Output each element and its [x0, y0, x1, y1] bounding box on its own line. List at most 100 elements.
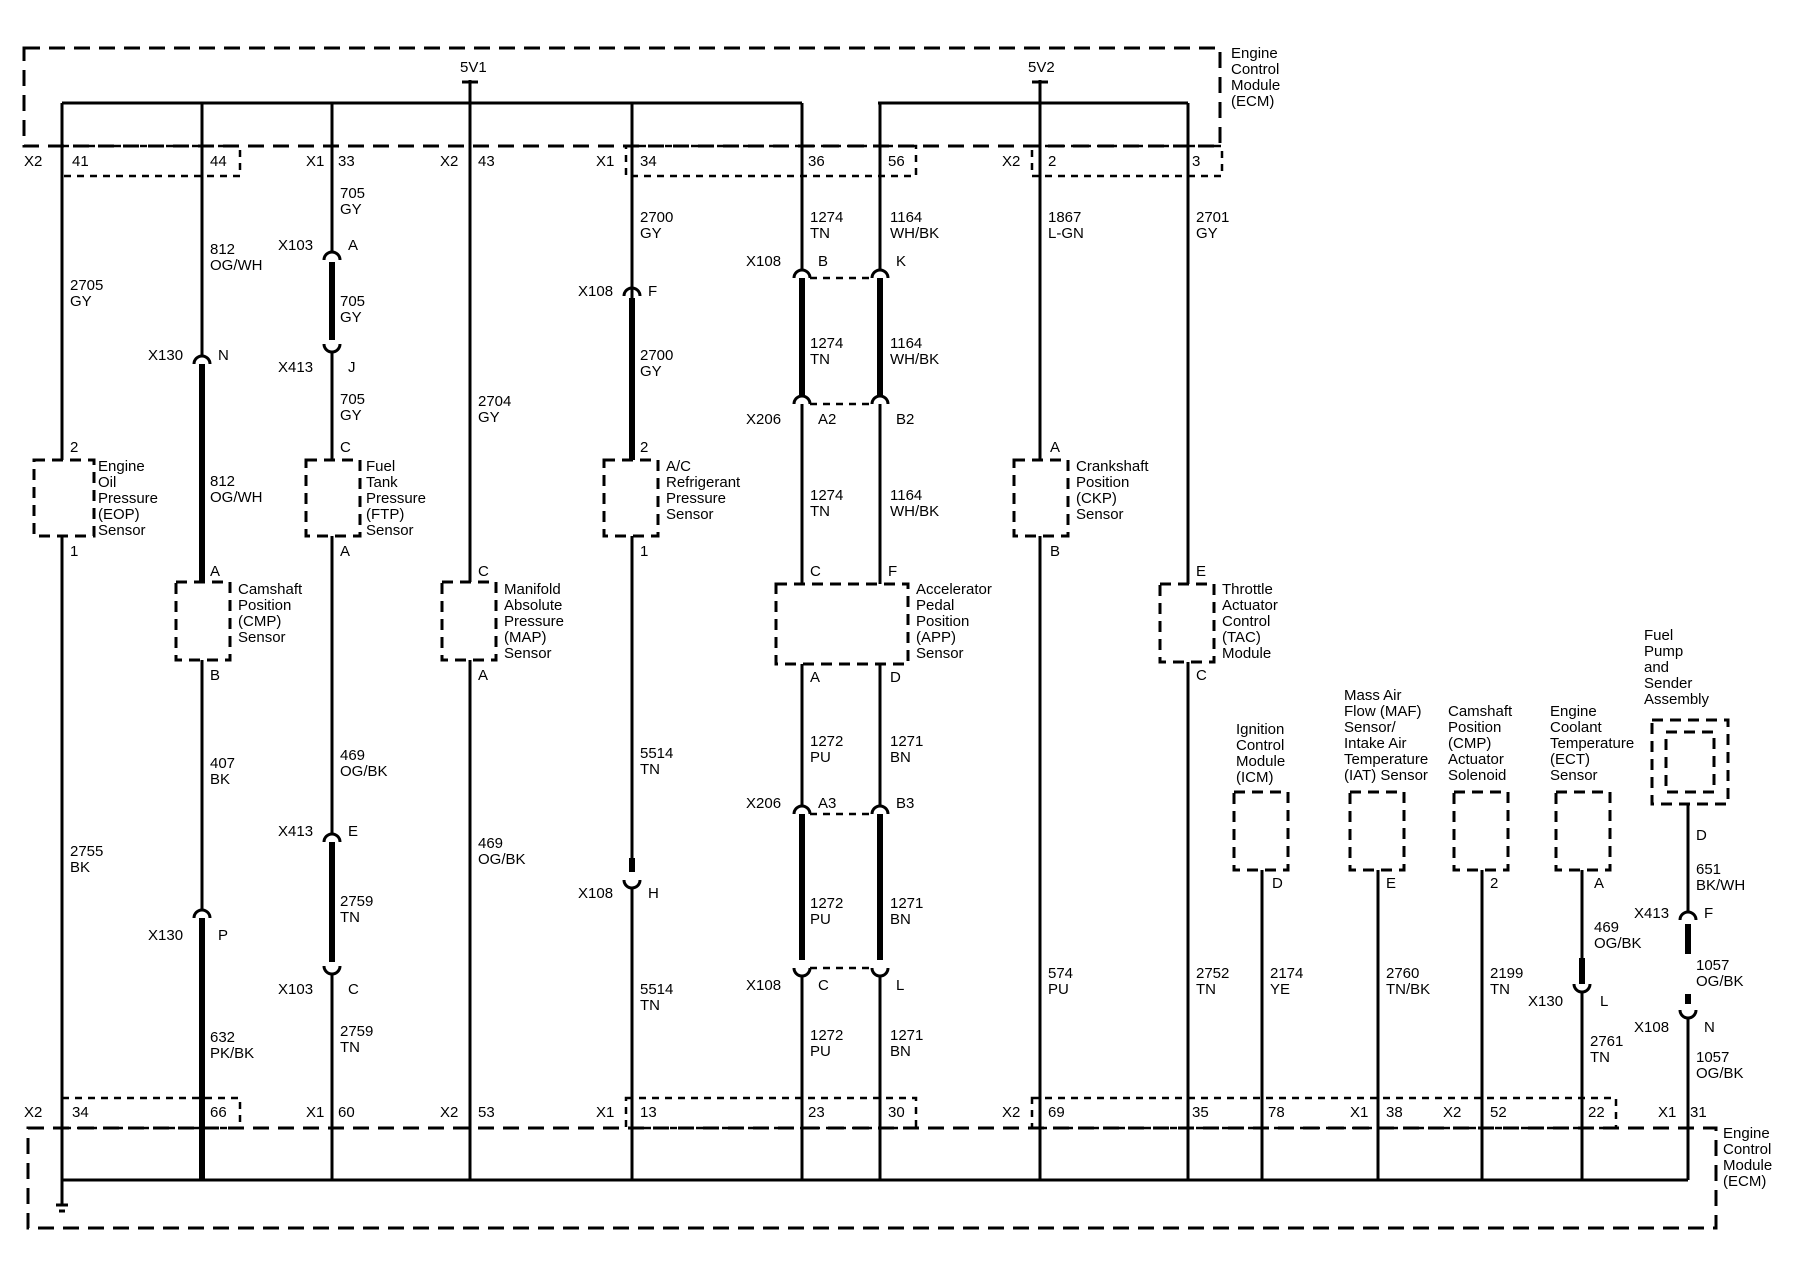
wire-color-label: PU: [810, 1043, 831, 1060]
wire-color-label: GY: [340, 309, 362, 326]
conn-label: X1: [1658, 1104, 1676, 1121]
wire-color-label: GY: [640, 225, 662, 242]
wire-color-label: BK: [70, 859, 90, 876]
pin-label: E: [348, 823, 358, 840]
conn-label: X206: [746, 795, 781, 812]
pin-label: D: [1272, 875, 1283, 892]
wire-color-label: OG/WH: [210, 489, 263, 506]
pin-label: B: [818, 253, 828, 270]
connector-cup: [792, 394, 812, 405]
icm-label: Module: [1236, 753, 1285, 770]
pin-label: K: [896, 253, 906, 270]
pin-label: A: [810, 669, 820, 686]
wire-circuit-label: 2755: [70, 843, 103, 860]
map-sensor-box: [440, 580, 498, 662]
ac-sensor-box: [602, 458, 660, 538]
wire-circuit-label: 705: [340, 391, 365, 408]
pin-label: C: [340, 439, 351, 456]
app-sensor-label: (APP): [916, 629, 956, 646]
pin-label: L: [1600, 993, 1608, 1010]
conn-label: X413: [278, 823, 313, 840]
conn-label: X206: [746, 411, 781, 428]
fuel-pump-inner-box: [1664, 730, 1716, 794]
wire-color-label: GY: [640, 363, 662, 380]
cmp-sensor-label: Sensor: [238, 629, 286, 646]
connector-cup: [1678, 910, 1698, 921]
pin-label: N: [218, 347, 229, 364]
pin-label: 30: [888, 1104, 905, 1121]
ecm-label-top: Control: [1231, 61, 1279, 78]
wire-circuit-label: 2700: [640, 347, 673, 364]
wire-color-label: WH/BK: [890, 503, 939, 520]
ecm-label-bottom: (ECM): [1723, 1173, 1766, 1190]
cmp-solenoid-label: Position: [1448, 719, 1501, 736]
conn-label: X2: [1443, 1104, 1461, 1121]
pin-label: F: [648, 283, 657, 300]
conn-label: X2: [1002, 1104, 1020, 1121]
pin-label: 36: [808, 153, 825, 170]
supply-5v1-label: 5V1: [460, 59, 487, 76]
ckp-sensor-label: Sensor: [1076, 506, 1124, 523]
maf-label: Sensor/: [1344, 719, 1397, 736]
tac-module-label: Module: [1222, 645, 1271, 662]
pin-label: 22: [1588, 1104, 1605, 1121]
pin-label: 41: [72, 153, 89, 170]
wire-color-label: PK/BK: [210, 1045, 254, 1062]
cmp-solenoid-label: Actuator: [1448, 751, 1504, 768]
pin-label: E: [1196, 563, 1206, 580]
pin-label: J: [348, 359, 356, 376]
ftp-sensor-box: [304, 458, 362, 538]
wire-circuit-label: 1271: [890, 895, 923, 912]
pin-label: B: [210, 667, 220, 684]
icm-label: Control: [1236, 737, 1284, 754]
pin-label: 43: [478, 153, 495, 170]
wire-color-label: TN: [640, 761, 660, 778]
maf-label: Temperature: [1344, 751, 1428, 768]
wire-color-label: BN: [890, 911, 911, 928]
pin-label: C: [348, 981, 359, 998]
tac-module-label: Actuator: [1222, 597, 1278, 614]
wire-circuit-label: 5514: [640, 981, 673, 998]
pin-label: 1: [640, 543, 648, 560]
pin-label: A3: [818, 795, 836, 812]
ect-label: Engine: [1550, 703, 1597, 720]
conn-label: X2: [24, 153, 42, 170]
ckp-sensor-label: Crankshaft: [1076, 458, 1149, 475]
wire-color-label: BK/WH: [1696, 877, 1745, 894]
connector-cup: [322, 965, 342, 976]
tac-module-label: Control: [1222, 613, 1270, 630]
ect-box: [1554, 790, 1612, 872]
connector-cup: [870, 967, 890, 978]
pin-label: D: [1696, 827, 1707, 844]
conn-label: X1: [596, 153, 614, 170]
wire-circuit-label: 469: [1594, 919, 1619, 936]
wire-color-label: PU: [810, 911, 831, 928]
ecm-label-top: Engine: [1231, 45, 1278, 62]
ect-label: (ECT): [1550, 751, 1590, 768]
pin-label: 53: [478, 1104, 495, 1121]
wire-circuit-label: 2174: [1270, 965, 1303, 982]
wire-color-label: OG/BK: [1696, 973, 1744, 990]
ftp-sensor-label: Pressure: [366, 490, 426, 507]
wire-circuit-label: 2701: [1196, 209, 1229, 226]
ecm-label-bottom: Module: [1723, 1157, 1772, 1174]
pin-label: P: [218, 927, 228, 944]
conn-label: X103: [278, 237, 313, 254]
pin-label: 60: [338, 1104, 355, 1121]
wire-circuit-label: 651: [1696, 861, 1721, 878]
wire-circuit-label: 2705: [70, 277, 103, 294]
wire-color-label: TN: [640, 997, 660, 1014]
ftp-sensor-label: (FTP): [366, 506, 404, 523]
connector-cup: [870, 804, 890, 815]
pin-label: 2: [1048, 153, 1056, 170]
pin-label: H: [648, 885, 659, 902]
pin-label: 34: [72, 1104, 89, 1121]
conn-label: X130: [148, 347, 183, 364]
wire-color-label: TN/BK: [1386, 981, 1430, 998]
cmp-solenoid-label: Camshaft: [1448, 703, 1513, 720]
ac-sensor-label: Pressure: [666, 490, 726, 507]
pin-label: 33: [338, 153, 355, 170]
ftp-sensor-label: Sensor: [366, 522, 414, 539]
pin-label: 23: [808, 1104, 825, 1121]
wire-circuit-label: 2760: [1386, 965, 1419, 982]
